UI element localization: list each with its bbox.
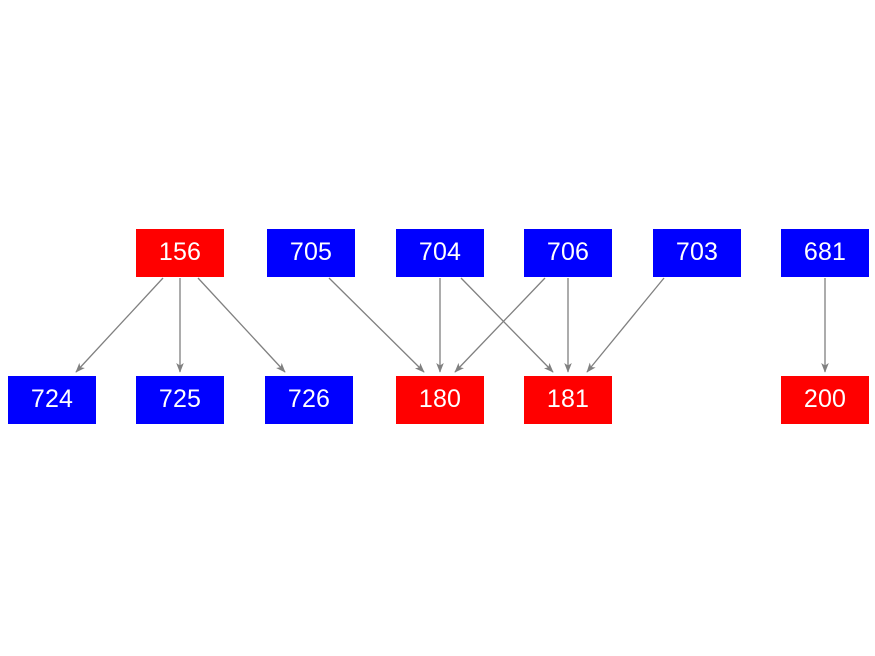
edge-156-to-726 [197,277,286,373]
node-label: 724 [30,384,74,413]
node-703[interactable]: 703 [653,229,741,277]
edge-706-to-180 [454,277,546,373]
node-label: 725 [158,384,202,413]
node-label: 156 [158,237,202,266]
node-681[interactable]: 681 [781,229,869,277]
node-704[interactable]: 704 [396,229,484,277]
edge-group [75,277,829,373]
node-label: 704 [418,237,462,266]
node-label: 706 [546,237,590,266]
edge-705-to-180 [328,277,425,373]
node-705[interactable]: 705 [267,229,355,277]
edge-156-to-724 [75,277,164,373]
node-726[interactable]: 726 [265,376,353,424]
node-label: 705 [289,237,333,266]
node-156[interactable]: 156 [136,229,224,277]
node-label: 180 [418,384,462,413]
edge-703-to-181 [586,277,665,373]
node-label: 181 [546,384,590,413]
node-label: 703 [675,237,719,266]
node-725[interactable]: 725 [136,376,224,424]
node-180[interactable]: 180 [396,376,484,424]
node-706[interactable]: 706 [524,229,612,277]
node-label: 726 [287,384,331,413]
node-label: 200 [803,384,847,413]
node-181[interactable]: 181 [524,376,612,424]
node-label: 681 [803,237,847,266]
node-200[interactable]: 200 [781,376,869,424]
edge-704-to-181 [460,277,554,373]
node-724[interactable]: 724 [8,376,96,424]
